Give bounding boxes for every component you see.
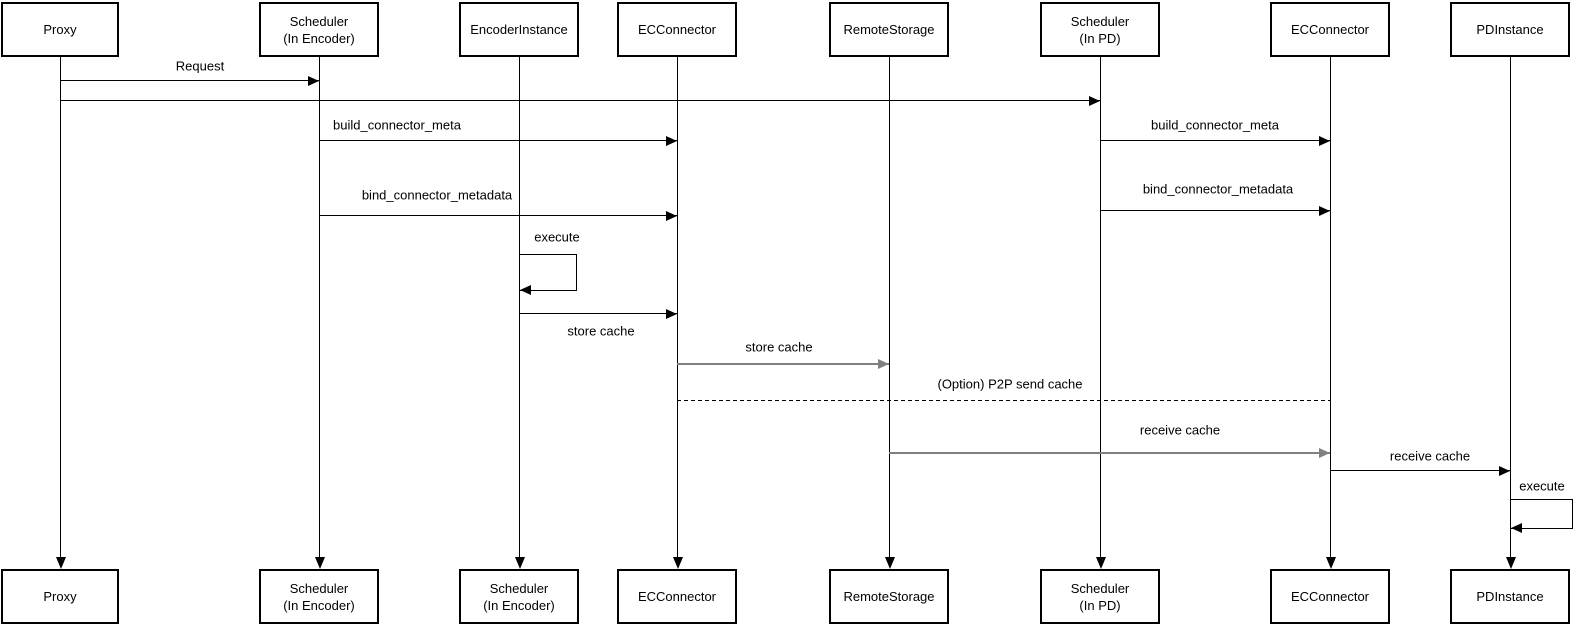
message-arrowhead-bind-connector-metadata-pd — [1319, 205, 1330, 216]
actor-top-box-encoder-instance: EncoderInstance — [459, 2, 579, 57]
message-label-store-cache-to-storage: store cache — [745, 339, 813, 355]
message-label-receive-cache-to-pd-instance: receive cache — [1389, 448, 1471, 464]
actor-bottom-box-ec-connector-encoder: ECConnector — [617, 569, 737, 624]
message-arrowhead-build-connector-meta-pd — [1319, 135, 1330, 146]
actor-top-box-scheduler-in-pd: Scheduler (In PD) — [1040, 2, 1160, 57]
lifeline-proxy — [60, 57, 61, 558]
message-line-proxy-to-scheduler-pd — [60, 100, 1100, 101]
message-arrowhead-receive-cache-from-storage — [1319, 448, 1330, 458]
actor-top-box-scheduler-in-encoder: Scheduler (In Encoder) — [259, 2, 379, 57]
message-arrowhead-store-cache-to-storage — [878, 359, 889, 369]
actor-bottom-box-scheduler-in-pd: Scheduler (In PD) — [1040, 569, 1160, 624]
lifeline-arrowhead-proxy — [56, 557, 66, 569]
self-call-arrowhead-execute-pd — [1511, 522, 1522, 533]
message-line-receive-cache-to-pd-instance — [1330, 470, 1510, 471]
message-line-store-cache-to-connector — [519, 313, 677, 314]
self-call-arrowhead-execute-encoder — [520, 284, 531, 295]
message-line-store-cache-to-storage — [677, 363, 889, 365]
message-arrowhead-proxy-to-scheduler-pd — [1089, 95, 1100, 106]
message-line-bind-connector-metadata-pd — [1100, 210, 1330, 211]
lifeline-arrowhead-ec-connector-encoder — [673, 557, 683, 569]
message-label-build-connector-meta-encoder: build_connector_meta — [333, 117, 461, 133]
actor-bottom-box-encoder-instance: Scheduler (In Encoder) — [459, 569, 579, 624]
lifeline-arrowhead-remote-storage — [885, 557, 895, 569]
lifeline-arrowhead-scheduler-in-encoder — [315, 557, 325, 569]
message-label-build-connector-meta-pd: build_connector_meta — [1151, 117, 1279, 133]
message-arrowhead-request — [308, 75, 319, 86]
lifeline-scheduler-in-pd — [1100, 57, 1101, 558]
lifeline-pd-instance — [1510, 57, 1511, 558]
lifeline-scheduler-in-encoder — [319, 57, 320, 558]
message-line-request — [60, 80, 319, 81]
actor-top-box-ec-connector-encoder: ECConnector — [617, 2, 737, 57]
self-call-loop-execute-encoder — [519, 254, 577, 291]
self-call-loop-execute-pd — [1510, 499, 1573, 529]
message-line-build-connector-meta-pd — [1100, 140, 1330, 141]
actor-top-box-proxy: Proxy — [1, 2, 119, 57]
actor-bottom-box-scheduler-in-encoder: Scheduler (In Encoder) — [259, 569, 379, 624]
message-arrowhead-store-cache-to-connector — [666, 308, 677, 319]
message-line-build-connector-meta-encoder — [319, 140, 677, 141]
message-label-bind-connector-metadata-pd: bind_connector_metadata — [1142, 181, 1294, 197]
lifeline-ec-connector-encoder — [677, 57, 678, 558]
message-arrowhead-bind-connector-metadata-encoder — [666, 210, 677, 221]
message-line-p2p-send-cache — [677, 400, 1330, 401]
message-label-bind-connector-metadata-encoder: bind_connector_metadata — [361, 187, 513, 203]
actor-top-box-remote-storage: RemoteStorage — [829, 2, 949, 57]
message-arrowhead-build-connector-meta-encoder — [666, 135, 677, 146]
message-arrowhead-receive-cache-to-pd-instance — [1499, 465, 1510, 476]
message-line-receive-cache-from-storage — [889, 452, 1330, 454]
lifeline-arrowhead-scheduler-in-pd — [1096, 557, 1106, 569]
lifeline-encoder-instance — [519, 57, 520, 558]
lifeline-remote-storage — [889, 57, 890, 558]
actor-top-box-pd-instance: PDInstance — [1450, 2, 1570, 57]
message-label-store-cache-to-connector: store cache — [567, 323, 635, 339]
lifeline-arrowhead-ec-connector-pd — [1326, 557, 1336, 569]
message-label-request: Request — [175, 58, 225, 74]
message-label-p2p-send-cache: (Option) P2P send cache — [937, 376, 1083, 392]
actor-bottom-box-proxy: Proxy — [1, 569, 119, 624]
lifeline-arrowhead-pd-instance — [1506, 557, 1516, 569]
actor-bottom-box-ec-connector-pd: ECConnector — [1270, 569, 1390, 624]
lifeline-ec-connector-pd — [1330, 57, 1331, 558]
message-line-bind-connector-metadata-encoder — [319, 215, 677, 216]
self-call-label-execute-encoder: execute — [534, 229, 580, 245]
actor-bottom-box-pd-instance: PDInstance — [1450, 569, 1570, 624]
actor-top-box-ec-connector-pd: ECConnector — [1270, 2, 1390, 57]
self-call-label-execute-pd: execute — [1519, 478, 1565, 494]
actor-bottom-box-remote-storage: RemoteStorage — [829, 569, 949, 624]
lifeline-arrowhead-encoder-instance — [515, 557, 525, 569]
message-label-receive-cache-from-storage: receive cache — [1139, 422, 1221, 438]
